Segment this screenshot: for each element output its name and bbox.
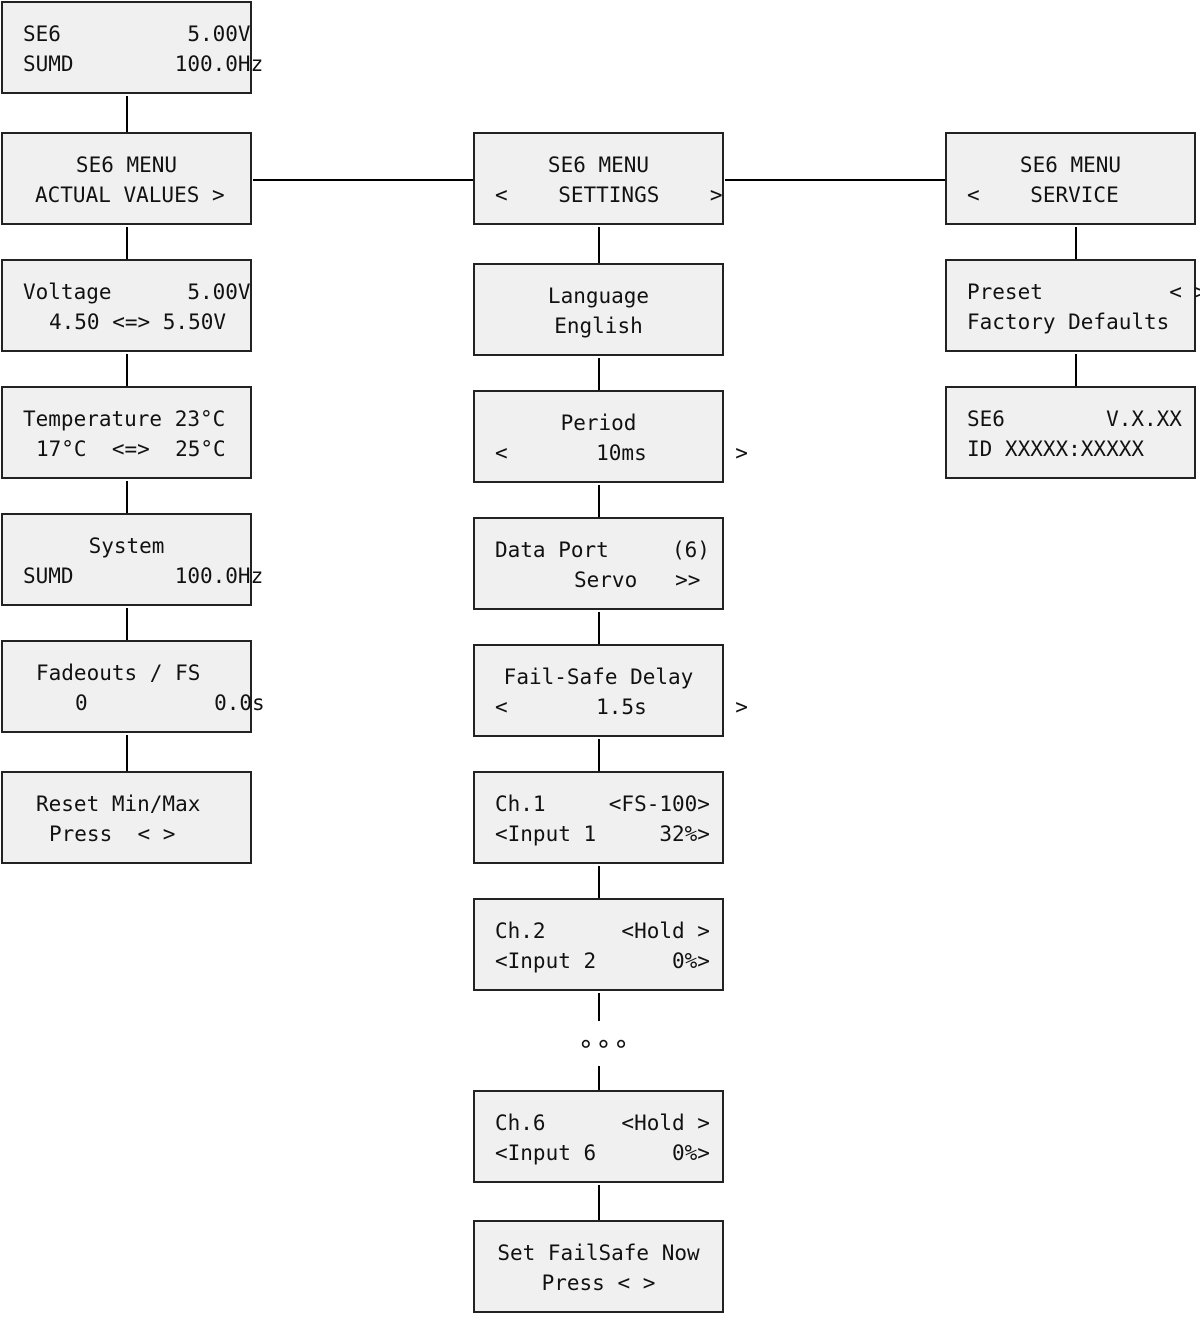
status-line-2: SUMD 100.0Hz <box>23 52 264 76</box>
connector-ch6-to-set-failsafe <box>598 1185 600 1221</box>
data-port-title: Data Port (6) <box>495 538 710 562</box>
channel-1-line-2: <Input 1 32%> <box>495 822 710 846</box>
connector-ch2-to-ellipsis <box>598 993 600 1021</box>
menu-title: SE6 MENU <box>1019 153 1122 177</box>
fadeouts-values: 0 0.0s <box>75 691 265 715</box>
preset-title: Preset < > <box>967 280 1200 304</box>
connector-language-to-period <box>598 358 600 391</box>
channel-6-line-2: <Input 6 0%> <box>495 1141 710 1165</box>
language-box: Language English <box>473 263 724 356</box>
connector-actual-to-settings <box>253 179 474 181</box>
connector-settings-to-language <box>598 227 600 264</box>
connector-temperature-to-system <box>126 481 128 514</box>
preset-value: Factory Defaults <box>967 310 1170 334</box>
reset-min-max-box: Reset Min/Max Press < > <box>1 771 252 864</box>
menu-actual-values-label: ACTUAL VALUES > <box>35 183 225 207</box>
menu-settings-box: SE6 MENU < SETTINGS > <box>473 132 724 225</box>
temperature-line-1: Temperature 23°C <box>23 407 226 431</box>
voltage-range: 4.50 <=> 5.50V <box>49 310 227 334</box>
connector-status-to-menu <box>126 96 128 132</box>
reset-press: Press < > <box>49 822 176 846</box>
device-id: ID XXXXX:XXXXX <box>967 437 1145 461</box>
menu-title: SE6 MENU <box>75 153 178 177</box>
menu-actual-values-box: SE6 MENU ACTUAL VALUES > <box>1 132 252 225</box>
failsafe-delay-title: Fail-Safe Delay <box>503 665 694 689</box>
channel-1-line-1: Ch.1 <FS-100> <box>495 792 710 816</box>
system-box: System SUMD 100.0Hz <box>1 513 264 606</box>
channel-2-line-2: <Input 2 0%> <box>495 949 710 973</box>
connector-ellipsis-to-ch6 <box>598 1066 600 1091</box>
channel-2-box: Ch.2 <Hold > <Input 2 0%> <box>473 898 724 991</box>
channel-6-line-1: Ch.6 <Hold > <box>495 1111 710 1135</box>
preset-box: Preset < > Factory Defaults <box>945 259 1200 352</box>
set-failsafe-press: Press < > <box>541 1271 656 1295</box>
set-failsafe-title: Set FailSafe Now <box>497 1241 700 1265</box>
version-box: SE6 V.X.XX ID XXXXX:XXXXX <box>945 386 1196 479</box>
connector-period-to-dataport <box>598 485 600 518</box>
failsafe-delay-box: Fail-Safe Delay < 1.5s > <box>473 644 748 737</box>
menu-settings-label: < SETTINGS > <box>495 183 723 207</box>
connector-settings-to-service <box>725 179 946 181</box>
set-failsafe-box: Set FailSafe Now Press < > <box>473 1220 724 1313</box>
channel-1-box: Ch.1 <FS-100> <Input 1 32%> <box>473 771 724 864</box>
period-title: Period <box>560 411 637 435</box>
connector-ch1-to-ch2 <box>598 866 600 899</box>
fadeouts-box: Fadeouts / FS 0 0.0s <box>1 640 265 733</box>
version-line-1: SE6 V.X.XX <box>967 407 1182 431</box>
period-value: < 10ms > <box>495 441 748 465</box>
menu-service-label: < SERVICE <box>967 183 1119 207</box>
display-status-box: SE6 5.00V SUMD 100.0Hz <box>1 1 264 94</box>
data-port-box: Data Port (6) Servo >> <box>473 517 724 610</box>
system-line-2: SUMD 100.0Hz <box>23 564 264 588</box>
temperature-box: Temperature 23°C 17°C <=> 25°C <box>1 386 252 479</box>
connector-fadeouts-to-reset <box>126 735 128 772</box>
menu-service-box: SE6 MENU < SERVICE <box>945 132 1196 225</box>
reset-title: Reset Min/Max <box>36 792 201 816</box>
system-title: System <box>88 534 165 558</box>
language-value: English <box>554 314 643 338</box>
period-box: Period < 10ms > <box>473 390 748 483</box>
status-line-1: SE6 5.00V <box>23 22 251 46</box>
menu-title: SE6 MENU <box>547 153 650 177</box>
channel-6-box: Ch.6 <Hold > <Input 6 0%> <box>473 1090 724 1183</box>
fadeouts-title: Fadeouts / FS <box>36 661 201 685</box>
connector-dataport-to-failsafe-delay <box>598 612 600 645</box>
connector-preset-to-version <box>1075 354 1077 387</box>
temperature-range: 17°C <=> 25°C <box>36 437 226 461</box>
connector-system-to-fadeouts <box>126 608 128 641</box>
voltage-box: Voltage 5.00V 4.50 <=> 5.50V <box>1 259 252 352</box>
connector-failsafe-delay-to-ch1 <box>598 739 600 772</box>
data-port-value: Servo >> <box>574 568 701 592</box>
voltage-line-1: Voltage 5.00V <box>23 280 251 304</box>
connector-voltage-to-temperature <box>126 354 128 387</box>
ellipsis-more-channels: ∘∘∘ <box>578 1029 631 1059</box>
channel-2-line-1: Ch.2 <Hold > <box>495 919 710 943</box>
connector-service-to-preset <box>1075 227 1077 260</box>
failsafe-delay-value: < 1.5s > <box>495 695 748 719</box>
language-title: Language <box>547 284 650 308</box>
connector-menu-actual-to-voltage <box>126 227 128 260</box>
